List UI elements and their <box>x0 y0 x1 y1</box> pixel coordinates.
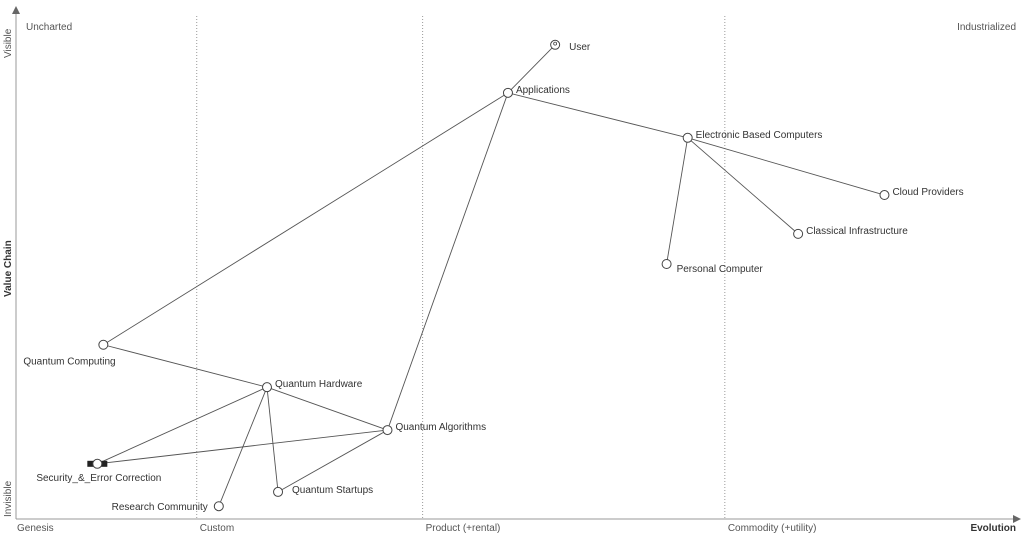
component-label: Electronic Based Computers <box>696 130 823 141</box>
y-axis-bottom-label: Invisible <box>3 480 14 517</box>
link <box>266 387 279 492</box>
component-circle[interactable] <box>661 259 672 270</box>
link <box>507 92 688 139</box>
component-node[interactable]: Research Community <box>112 501 224 513</box>
component-circle[interactable] <box>92 458 103 469</box>
component-node[interactable]: Classical Infrastructure <box>793 226 909 239</box>
component-node[interactable]: Security_&_Error Correction <box>36 458 161 484</box>
component-label: Quantum Computing <box>23 357 115 368</box>
x-axis-label: Evolution <box>970 523 1016 534</box>
component-node[interactable]: Quantum Hardware <box>262 379 363 393</box>
component-node[interactable]: Personal Computer <box>661 259 764 276</box>
links <box>97 44 885 507</box>
link <box>387 92 509 431</box>
component-circle[interactable] <box>682 132 693 143</box>
link <box>103 344 268 388</box>
stage-label: Commodity (+utility) <box>728 523 817 534</box>
stage-label: Genesis <box>17 523 54 534</box>
component-node[interactable]: Quantum Startups <box>273 485 374 497</box>
component-node[interactable]: Cloud Providers <box>879 187 964 201</box>
corner-label-uncharted: Uncharted <box>26 22 72 33</box>
component-circle[interactable] <box>502 87 513 98</box>
user-icon <box>553 41 558 46</box>
component-node[interactable]: Electronic Based Computers <box>682 130 823 143</box>
corner-label-industrialized: Industrialized <box>957 22 1016 33</box>
link <box>687 137 885 196</box>
link <box>666 137 689 265</box>
y-axis-label: Value Chain <box>3 240 14 297</box>
link <box>97 429 388 465</box>
y-axis-top-label: Visible <box>3 28 14 58</box>
link <box>266 386 388 431</box>
component-node[interactable]: Quantum Computing <box>23 339 116 368</box>
component-circle[interactable] <box>98 339 109 350</box>
stage-label: Product (+rental) <box>426 523 501 534</box>
stage-labels: Genesis Custom Product (+rental) Commodity … <box>17 523 816 534</box>
component-label: Applications <box>516 85 570 96</box>
link <box>277 429 388 493</box>
stage-dividers <box>196 16 726 519</box>
component-label: Quantum Startups <box>292 485 373 496</box>
component-circle[interactable] <box>382 425 393 436</box>
link <box>97 386 268 465</box>
link <box>687 137 799 235</box>
component-label: Quantum Algorithms <box>395 422 486 433</box>
component-label: Quantum Hardware <box>275 379 363 390</box>
component-label: Personal Computer <box>677 264 764 275</box>
stage-label: Custom <box>200 523 234 534</box>
link <box>507 44 556 94</box>
x-axis-arrow-icon <box>1013 515 1021 523</box>
component-node[interactable]: Quantum Algorithms <box>382 422 486 436</box>
component-label: User <box>569 42 591 53</box>
component-node[interactable]: Applications <box>502 85 570 98</box>
component-label: Classical Infrastructure <box>806 226 908 237</box>
component-node[interactable]: User <box>550 39 591 53</box>
component-circle[interactable] <box>213 501 224 512</box>
component-circle[interactable] <box>793 228 804 239</box>
component-label: Security_&_Error Correction <box>36 473 161 484</box>
component-label: Research Community <box>112 502 208 513</box>
y-axis-arrow-icon <box>12 6 20 14</box>
axes: Uncharted Industrialized Visible Value C… <box>3 6 1021 534</box>
component-circle[interactable] <box>879 190 890 201</box>
component-label: Cloud Providers <box>892 187 963 198</box>
component-circle[interactable] <box>262 382 272 393</box>
link <box>103 92 509 346</box>
component-circle[interactable] <box>273 486 284 497</box>
